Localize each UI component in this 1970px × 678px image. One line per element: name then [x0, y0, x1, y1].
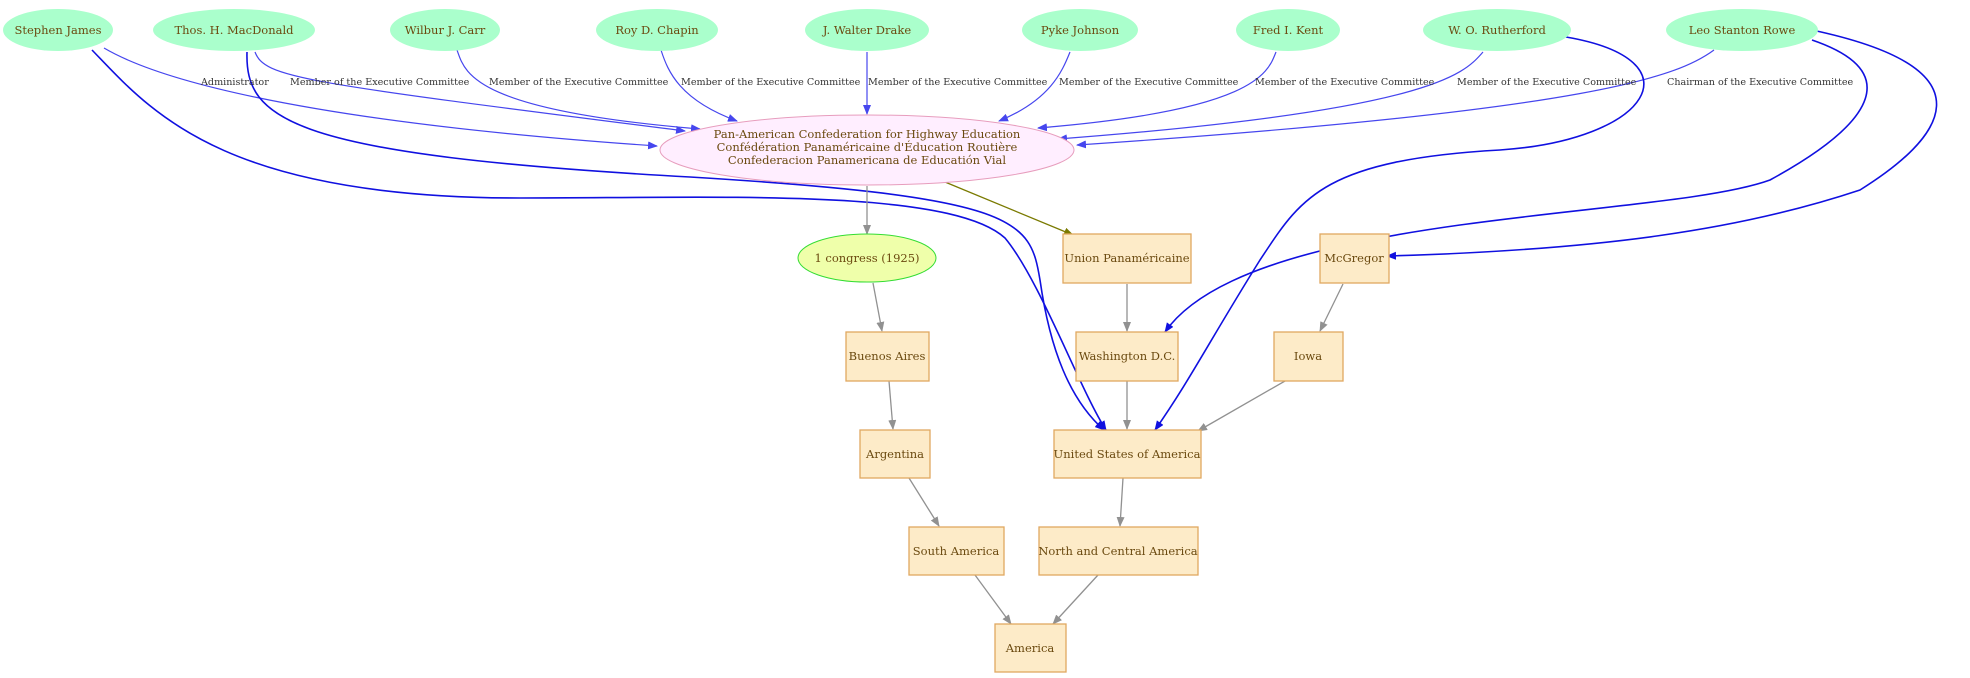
place-node-washington[interactable]: Washington D.C.: [1075, 331, 1179, 382]
edge-rowe-mcgregor: [1386, 29, 1938, 260]
label-administrator: Administrator: [200, 77, 269, 88]
person-node[interactable]: Thos. H. MacDonald: [153, 9, 315, 51]
edge-usa-north-central-america: [1116, 477, 1125, 527]
place-label: McGregor: [1324, 251, 1384, 265]
label-member-johnson: Member of the Executive Committee: [1059, 77, 1239, 88]
place-node-north-central-america[interactable]: North and Central America: [1038, 526, 1199, 576]
place-nodes: Union Panaméricaine McGregor Buenos Aire…: [845, 233, 1390, 673]
organization-name-french: Confédération Panaméricaine d'Éducation …: [717, 140, 1018, 154]
edge-south-america-america: [974, 574, 1012, 625]
person-name: Stephen James: [14, 23, 101, 37]
person-name: Roy D. Chapin: [615, 23, 699, 37]
label-member-chapin: Member of the Executive Committee: [681, 77, 861, 88]
place-label: America: [1005, 641, 1055, 655]
label-chairman-rowe: Chairman of the Executive Committee: [1667, 77, 1854, 88]
person-node[interactable]: Stephen James: [3, 9, 113, 51]
edge-argentina-south-america: [908, 477, 940, 527]
person-name: Fred I. Kent: [1253, 23, 1324, 37]
organization-name-english: Pan-American Confederation for Highway E…: [714, 127, 1021, 141]
person-name: W. O. Rutherford: [1448, 23, 1546, 37]
place-label: Buenos Aires: [849, 349, 926, 363]
place-node-union[interactable]: Union Panaméricaine: [1062, 233, 1192, 284]
person-node[interactable]: W. O. Rutherford: [1423, 9, 1571, 51]
person-node[interactable]: Fred I. Kent: [1236, 9, 1340, 51]
place-label: Washington D.C.: [1079, 349, 1176, 363]
edge-rowe-washington: [1164, 39, 1868, 333]
edge-mcgregor-iowa: [1319, 283, 1344, 332]
event-label: 1 congress (1925): [814, 251, 919, 265]
edge-congress-buenos-aires: [872, 282, 885, 332]
place-node-iowa[interactable]: Iowa: [1273, 331, 1344, 382]
edge-rutherford-usa: [1154, 36, 1645, 431]
edge-chapin-organization: [660, 49, 738, 122]
label-member-kent: Member of the Executive Committee: [1255, 77, 1435, 88]
event-node[interactable]: 1 congress (1925): [797, 233, 937, 283]
place-node-america[interactable]: America: [994, 623, 1067, 673]
label-member-rutherford: Member of the Executive Committee: [1457, 77, 1637, 88]
place-node-south-america[interactable]: South America: [908, 526, 1005, 576]
label-member-drake: Member of the Executive Committee: [868, 77, 1048, 88]
label-member-macdonald: Member of the Executive Committee: [290, 77, 470, 88]
place-node-usa[interactable]: United States of America: [1053, 429, 1202, 479]
place-label: South America: [913, 544, 1000, 558]
person-node[interactable]: Roy D. Chapin: [596, 9, 718, 51]
person-node[interactable]: Leo Stanton Rowe: [1666, 9, 1818, 51]
place-label: Union Panaméricaine: [1064, 251, 1189, 265]
edge-rowe-organization: [1076, 49, 1715, 149]
edge-organization-union: [944, 181, 1074, 236]
person-node[interactable]: Pyke Johnson: [1022, 9, 1138, 51]
organization-name-spanish: Confederacion Panamericana de Educatión …: [728, 153, 1006, 167]
place-label: North and Central America: [1038, 544, 1197, 558]
person-nodes: Stephen James Thos. H. MacDonald Wilbur …: [3, 9, 1818, 51]
place-node-buenos-aires[interactable]: Buenos Aires: [845, 331, 930, 382]
edge-kent-organization: [1037, 51, 1277, 132]
person-name: Wilbur J. Carr: [405, 23, 486, 37]
edge-stephen-james-usa: [91, 49, 1107, 431]
edge-rutherford-organization: [1057, 51, 1484, 143]
organization-node[interactable]: Pan-American Confederation for Highway E…: [659, 114, 1075, 186]
person-node[interactable]: Wilbur J. Carr: [390, 9, 500, 51]
place-label: Argentina: [865, 447, 924, 461]
place-label: United States of America: [1054, 447, 1201, 461]
edge-iowa-usa: [1197, 380, 1286, 432]
edge-macdonald-organization: [254, 51, 686, 134]
person-name: Thos. H. MacDonald: [174, 23, 294, 37]
person-name: Leo Stanton Rowe: [1689, 23, 1796, 37]
edge-north-central-america-america: [1052, 574, 1099, 625]
edge-johnson-organization: [998, 51, 1071, 122]
person-name: Pyke Johnson: [1041, 23, 1120, 37]
label-member-carr: Member of the Executive Committee: [489, 77, 669, 88]
place-node-argentina[interactable]: Argentina: [859, 429, 931, 479]
edge-carr-organization: [456, 49, 701, 133]
edge-macdonald-usa: [246, 51, 1105, 431]
place-label: Iowa: [1294, 349, 1322, 363]
edges: [91, 29, 1938, 625]
person-name: J. Walter Drake: [822, 23, 912, 37]
edge-stephen-james-organization: [103, 47, 658, 150]
person-node[interactable]: J. Walter Drake: [805, 9, 929, 51]
edge-labels: Administrator Member of the Executive Co…: [200, 77, 1854, 88]
edge-buenos-aires-argentina: [888, 380, 897, 430]
place-node-mcgregor[interactable]: McGregor: [1319, 233, 1390, 284]
